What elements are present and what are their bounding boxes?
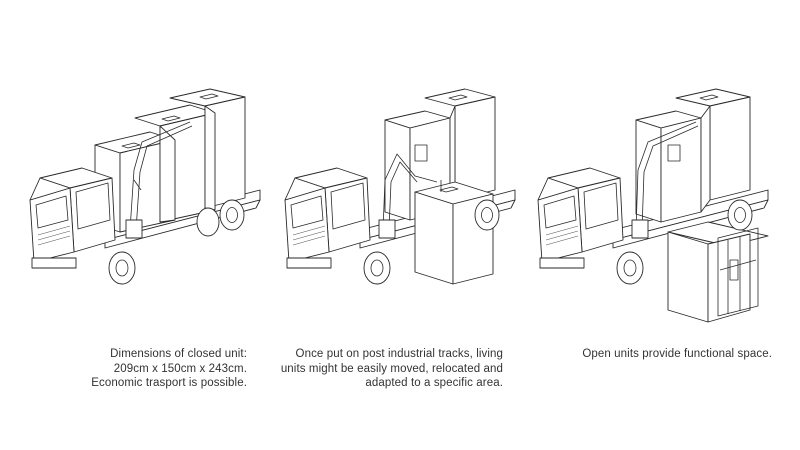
- container-unit-1: [635, 110, 702, 223]
- truck-wheels: [108, 199, 245, 285]
- caption-line: Once put on post industrial tracks, livi…: [295, 348, 503, 360]
- crane-arm: [125, 121, 193, 239]
- container-unit-3: [169, 88, 246, 211]
- caption-relocation: Once put on post industrial tracks, livi…: [281, 347, 503, 391]
- container-unit-2: [675, 88, 751, 213]
- caption-closed-unit: Dimensions of closed unit: 209cm x 150cm…: [91, 347, 247, 391]
- caption-line: Economic trasport is possible.: [91, 377, 247, 389]
- truck-open-unit-drawing: [537, 88, 769, 323]
- caption-line: units might be easily moved, relocated a…: [280, 362, 503, 375]
- crane-arm: [631, 121, 699, 239]
- illustration-truck-open-unit: [518, 70, 788, 330]
- truck-cab: [537, 167, 624, 269]
- truck-closed-units-drawing: [29, 88, 261, 285]
- caption-open-units: Open units provide functional space.: [582, 347, 772, 362]
- caption-line: Dimensions of closed unit:: [110, 348, 247, 360]
- truck-cab: [284, 167, 371, 269]
- truck-wheels: [616, 199, 753, 285]
- caption-line: 209cm x 150cm x 243cm.: [113, 362, 247, 375]
- truck-lifting-unit-drawing: [284, 88, 516, 285]
- crane-arm: [378, 153, 442, 239]
- illustration-truck-lifting-unit: [265, 70, 535, 330]
- container-unit-open: [667, 221, 769, 323]
- truck-wheels: [363, 199, 500, 285]
- caption-line: Open units provide functional space.: [582, 348, 772, 360]
- caption-line: adapted to a specific area.: [365, 377, 503, 389]
- illustration-truck-closed-units: [10, 70, 280, 330]
- truck-cab: [29, 167, 116, 269]
- container-unit-lifted: [414, 181, 494, 285]
